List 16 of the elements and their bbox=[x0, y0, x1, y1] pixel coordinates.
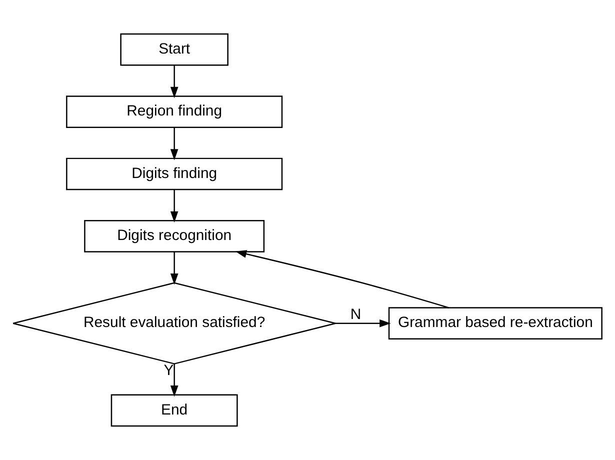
node-diamond: Result evaluation satisfied? bbox=[12, 282, 336, 364]
edge-label: Y bbox=[164, 362, 174, 380]
arrow bbox=[170, 252, 178, 285]
node-box: Digits recognition bbox=[84, 220, 265, 252]
edge-label: N bbox=[350, 306, 362, 324]
arrow bbox=[235, 250, 449, 308]
node-box: Grammar based re-extraction bbox=[388, 307, 602, 340]
arrow bbox=[170, 65, 178, 98]
node-box: Digits finding bbox=[66, 158, 283, 190]
node-box: End bbox=[110, 394, 238, 427]
arrow bbox=[170, 190, 178, 223]
arrow bbox=[336, 319, 391, 328]
arrow bbox=[170, 364, 178, 397]
arrow bbox=[170, 127, 178, 160]
node-box: Region finding bbox=[66, 96, 283, 128]
node-box: Start bbox=[120, 33, 228, 66]
